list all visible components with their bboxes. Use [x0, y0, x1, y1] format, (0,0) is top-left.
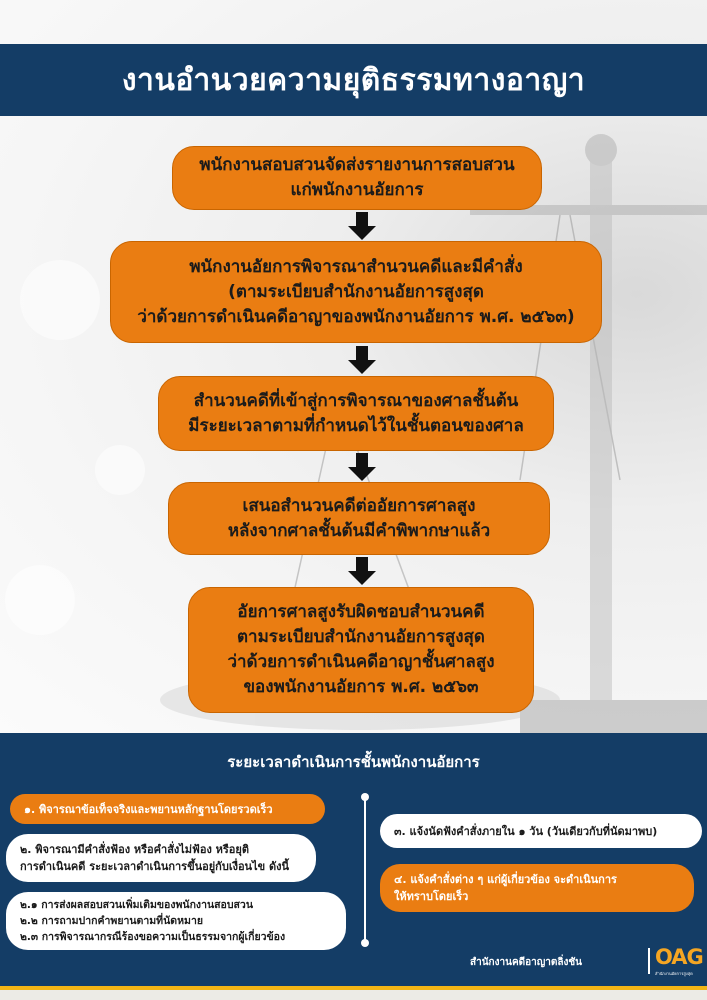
timeline-item-2-line-1: ๒. พิจารณามีคำสั่งฟ้อง หรือคำสั่งไม่ฟ้อง…: [20, 843, 250, 856]
timeline-item-2-sub: ๒.๑ การส่งผลสอบสวนเพิ่มเติมของพนักงานสอบ…: [6, 892, 346, 950]
oag-logo-subtitle: สำนักงานอัยการสูงสุด: [655, 971, 693, 976]
step-4-line-2: หลังจากศาลชั้นต้นมีคำพิพากษาแล้ว: [227, 520, 491, 541]
step-2-line-3: ว่าด้วยการดำเนินคดีอาญาของพนักงานอัยการ …: [137, 306, 575, 327]
footer-separator: [648, 948, 650, 974]
timeline-item-1: ๑. พิจารณาข้อเท็จจริงและพยานหลักฐานโดยรว…: [10, 794, 325, 824]
flow-step-1: พนักงานสอบสวนจัดส่งรายงานการสอบสวน แก่พน…: [172, 146, 542, 210]
step-2-line-2: (ตามระเบียบสำนักงานอัยการสูงสุด: [228, 281, 484, 302]
timeline-sub-3: ๒.๓ การพิจารณากรณีร้องขอความเป็นธรรมจากผ…: [20, 931, 286, 943]
step-1-line-2: แก่พนักงานอัยการ: [290, 180, 424, 200]
timeline-item-4-line-1: ๔. แจ้งคำสั่งต่าง ๆ แก่ผู้เกี่ยวข้อง จะด…: [394, 873, 617, 886]
bottom-stripe: [0, 986, 707, 1000]
step-5-line-2: ตามระเบียบสำนักงานอัยการสูงสุด: [237, 627, 485, 647]
step-1-line-1: พนักงานสอบสวนจัดส่งรายงานการสอบสวน: [199, 155, 515, 175]
timeline-sub-1: ๒.๑ การส่งผลสอบสวนเพิ่มเติมของพนักงานสอบ…: [20, 899, 253, 911]
flow-step-5: อัยการศาลสูงรับผิดชอบสำนวนคดี ตามระเบียบ…: [188, 587, 534, 713]
step-5-line-1: อัยการศาลสูงรับผิดชอบสำนวนคดี: [237, 602, 485, 622]
flow-step-4: เสนอสำนวนคดีต่ออัยการศาลสูง หลังจากศาลชั…: [168, 482, 550, 555]
timeline-divider: [361, 793, 369, 947]
oag-logo: OAG: [655, 945, 704, 969]
timeline-item-4: ๔. แจ้งคำสั่งต่าง ๆ แก่ผู้เกี่ยวข้อง จะด…: [380, 864, 694, 912]
step-5-line-4: ของพนักงานอัยการ พ.ศ. ๒๕๖๓: [243, 677, 479, 697]
timeline-sub-2: ๒.๒ การถามปากคำพยานตามที่นัดหมาย: [20, 915, 203, 927]
timeline-title: ระยะเวลาดำเนินการชั้นพนักงานอัยการ: [227, 753, 480, 771]
timeline-item-1-text: ๑. พิจารณาข้อเท็จจริงและพยานหลักฐานโดยรว…: [24, 802, 273, 816]
timeline-item-2-line-2: การดำเนินคดี ระยะเวลาดำเนินการขึ้นอยู่กั…: [20, 860, 289, 873]
timeline-item-3: ๓. แจ้งนัดฟังคำสั่งภายใน ๑ วัน (วันเดียว…: [380, 814, 702, 848]
step-3-line-2: มีระยะเวลาตามที่กำหนดไว้ในชั้นตอนของศาล: [188, 415, 524, 436]
step-4-line-1: เสนอสำนวนคดีต่ออัยการศาลสูง: [242, 495, 476, 516]
flow-step-2: พนักงานอัยการพิจารณาสำนวนคดีและมีคำสั่ง …: [110, 241, 602, 343]
step-3-line-1: สำนวนคดีที่เข้าสู่การพิจารณาของศาลชั้นต้…: [193, 390, 519, 411]
flow-step-3: สำนวนคดีที่เข้าสู่การพิจารณาของศาลชั้นต้…: [158, 376, 554, 451]
footer-org-name: สำนักงานคดีอาญาตลิ่งชัน: [470, 957, 583, 968]
step-2-line-1: พนักงานอัยการพิจารณาสำนวนคดีและมีคำสั่ง: [189, 256, 523, 277]
timeline-item-3-text: ๓. แจ้งนัดฟังคำสั่งภายใน ๑ วัน (วันเดียว…: [394, 824, 658, 838]
step-5-line-3: ว่าด้วยการดำเนินคดีอาญาชั้นศาลสูง: [227, 652, 495, 672]
timeline-item-2: ๒. พิจารณามีคำสั่งฟ้อง หรือคำสั่งไม่ฟ้อง…: [6, 834, 316, 882]
title-bar: งานอำนวยความยุติธรรมทางอาญา: [0, 44, 707, 116]
timeline-item-4-line-2: ให้ทราบโดยเร็ว: [394, 890, 469, 903]
page-title: งานอำนวยความยุติธรรมทางอาญา: [121, 62, 586, 98]
